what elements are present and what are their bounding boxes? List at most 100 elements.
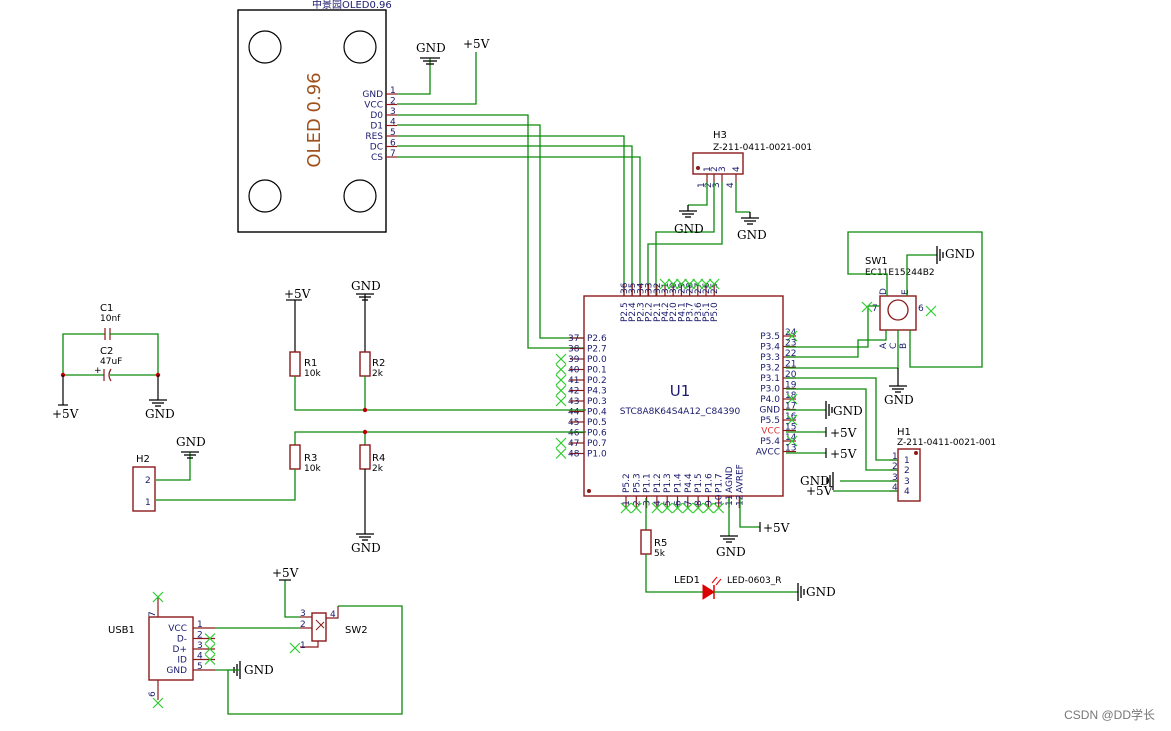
h3-pin-num: 2 <box>710 166 720 172</box>
oled-pin-num: 1 <box>390 86 396 96</box>
vcc5-label: +5V <box>830 426 857 440</box>
r2-ref: R2 <box>372 358 385 369</box>
u1-left-pin-name: P0.7 <box>587 439 607 449</box>
u1-top-pin-num: 34 <box>636 282 646 294</box>
u1-bottom-pin-num: 3 <box>643 500 653 506</box>
h1-pin-num: 2 <box>892 462 898 472</box>
no-connect-mark <box>555 353 567 365</box>
no-connect-mark <box>555 374 567 386</box>
no-connect-mark <box>692 278 704 290</box>
u1-bottom-pin-num: 5 <box>663 500 673 506</box>
u1-right-pin-num: 19 <box>785 381 797 391</box>
u1-right-pin-name: AVCC <box>756 448 780 458</box>
u1-right-pin-name: P3.5 <box>760 332 780 342</box>
u1-right-pin-name: P5.4 <box>760 437 780 447</box>
oled-pin-num: 3 <box>390 107 396 117</box>
usb1-pin-name: GND <box>166 666 187 676</box>
u1-bottom-pin-name: P1.4 <box>674 473 684 493</box>
u1-bottom-pin-num: 9 <box>704 500 714 506</box>
sw1-pin-7: 7 <box>872 304 878 314</box>
oled-body-label: OLED 0.96 <box>304 72 325 167</box>
h2-pin-1: 1 <box>145 498 151 508</box>
oled-pin-name: VCC <box>364 101 383 111</box>
u1-bottom-pin-name: P1.5 <box>694 473 704 493</box>
u1-right-pin-num: 17 <box>785 402 796 412</box>
u1-top-pin-num: 32 <box>653 283 663 294</box>
u1-right-pin-num: 14 <box>785 433 797 443</box>
c1-ref: C1 <box>100 303 113 314</box>
h1-pin-num: 2 <box>904 466 910 476</box>
oled-pin-name: GND <box>362 90 383 100</box>
oled-pin-name: D0 <box>370 111 383 121</box>
u1-left-pin-num: 46 <box>568 429 580 439</box>
usb1-pin-num: 1 <box>197 620 203 630</box>
usb1-pin-name: D- <box>177 635 187 645</box>
u1-bottom-pin-name: P1.6 <box>704 473 714 493</box>
gnd-label: GND <box>351 541 381 555</box>
u1-left-pin-name: P0.2 <box>587 376 607 386</box>
u1-top-pin-num: 25 <box>710 283 720 294</box>
u1-bottom-pin-name: P1.2 <box>653 473 663 493</box>
u1-right-pin-num: 23 <box>785 339 796 349</box>
vcc5-label: +5V <box>272 566 299 580</box>
u1-bottom-pin-name: P5.3 <box>632 473 642 493</box>
u1-bottom-nets: R5 5k LED1 LED-0603_R GND GND +5V <box>640 498 836 601</box>
u1-right-pin-name: P3.4 <box>760 343 780 353</box>
usb1-pin-num: 5 <box>197 662 203 672</box>
no-connect-mark <box>555 385 567 396</box>
svg-text:+: + <box>94 366 102 376</box>
h1-pin-num: 3 <box>904 477 910 487</box>
usb1-ref: USB1 <box>108 625 135 636</box>
oled-pin-name: RES <box>365 132 383 142</box>
u1-bottom-pin-num: 2 <box>632 500 642 506</box>
gnd-label: GND <box>737 228 767 242</box>
u1-top-pin-num: 27 <box>694 283 704 294</box>
c2-value: 47uF <box>100 357 122 367</box>
h1-pin-num: 4 <box>904 487 910 497</box>
u1-right-pin-name: P5.5 <box>760 416 780 426</box>
u1-left-pin-name: P0.4 <box>587 408 607 418</box>
oled-mount-hole <box>343 30 377 64</box>
u1-left-pin-num: 48 <box>568 450 580 460</box>
usb1-pin-name: D+ <box>173 645 187 655</box>
sw2-pin-4: 4 <box>330 610 336 620</box>
u1-left-pin-num: 37 <box>568 334 579 344</box>
no-connect-mark <box>682 502 694 514</box>
gnd-label: GND <box>145 407 175 421</box>
resistor-network: +5V R1 10k GND R2 2k R3 10k R4 2k GND <box>156 279 586 555</box>
r4-ref: R4 <box>372 453 385 464</box>
no-connect-mark <box>555 437 567 449</box>
sw2-switch: 3 2 1 4 SW2 +5V <box>272 566 368 654</box>
led1-part: LED-0603_R <box>727 576 782 586</box>
usb1-pin-name: VCC <box>168 624 187 634</box>
u1-right-pin-num: 21 <box>785 360 796 370</box>
u1-top-pin-num: 36 <box>620 282 630 294</box>
u1-left-pin-name: P0.1 <box>587 366 607 376</box>
oled-mount-hole <box>248 30 282 64</box>
u1-part: STC8A8K64S4A12_C84390 <box>620 407 741 417</box>
u1-top-pin-name: P2.3 <box>636 302 646 322</box>
h1-pin-num: 4 <box>892 483 898 493</box>
u1-bottom-pin-num: 6 <box>674 500 684 506</box>
u1-right-pin-num: 15 <box>785 423 796 433</box>
vcc5-label: +5V <box>52 407 79 421</box>
no-connect-mark <box>700 278 712 290</box>
gnd-label: GND <box>176 435 206 449</box>
gnd-label: GND <box>884 393 914 407</box>
h3-ref: H3 <box>713 130 727 141</box>
u1-top-pin-num: 28 <box>686 282 696 294</box>
u1-top-pin-name: P2.2 <box>645 302 655 322</box>
usb1-pin-top: 7 <box>148 611 158 617</box>
no-connect-mark <box>620 502 632 514</box>
u1-top-pin-num: 33 <box>645 283 655 294</box>
sw1-encoder: SW1 EC11E15244B2 D E A C B 7 6 GND GND <box>786 231 983 407</box>
h3-pin-num: 3 <box>712 182 722 188</box>
u1-bottom-pin-num: 1 <box>622 500 632 506</box>
u1-mcu: U1 STC8A8K64S4A12_C84390 36P2.535P2.434P… <box>555 278 798 514</box>
oled-pin-num: 2 <box>390 97 396 107</box>
u1-top-pin-name: P5.0 <box>710 302 720 322</box>
u1-left-pin-name: P0.5 <box>587 418 607 428</box>
no-connect-mark <box>667 278 679 290</box>
